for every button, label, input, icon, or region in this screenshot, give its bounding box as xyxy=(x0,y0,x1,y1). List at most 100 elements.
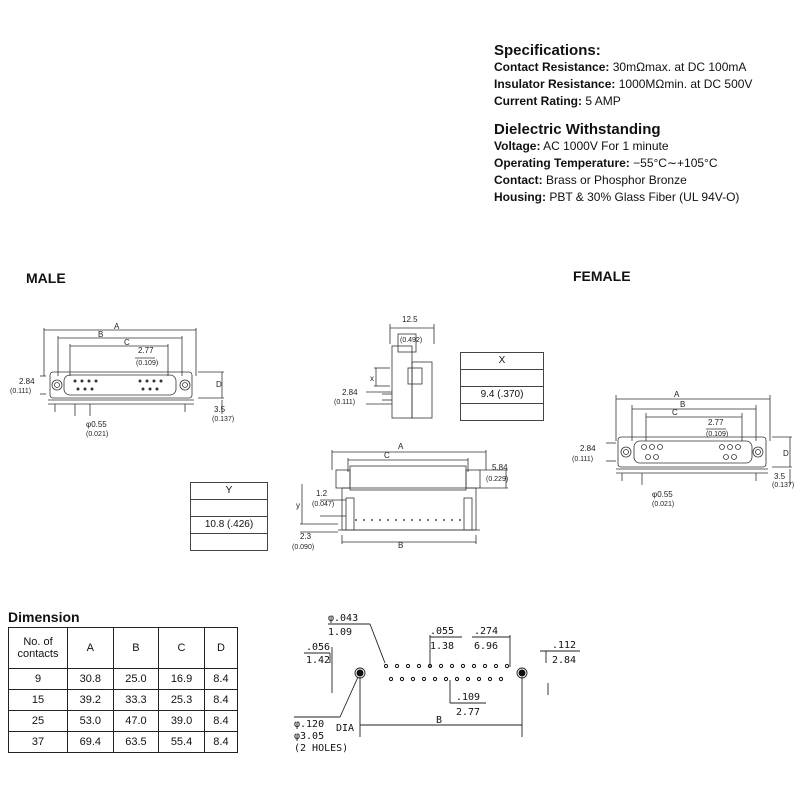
male-dim-d: D xyxy=(216,380,222,389)
female-dim-d: D xyxy=(783,449,789,458)
front-dim-a: A xyxy=(398,442,404,451)
female-label: FEMALE xyxy=(573,268,631,284)
side-dim-w: 12.5 xyxy=(402,315,418,324)
cell: 16.9 xyxy=(158,668,205,690)
cell: 25.3 xyxy=(158,689,205,711)
dielectric-section: Dielectric Withstanding Voltage: AC 1000… xyxy=(494,121,739,206)
y-value-box: Y 10.8 (.426) xyxy=(190,482,268,551)
front-dim-c: C xyxy=(384,451,390,460)
male-dim-a: A xyxy=(114,322,120,331)
x-box-value: 9.4 (.370) xyxy=(461,387,543,404)
female-dim-h1-in: (0.111) xyxy=(572,456,593,463)
male-dim-pin: φ0.55 xyxy=(86,420,107,429)
header-d: D xyxy=(203,627,239,669)
spec-line-voltage: Voltage: AC 1000V For 1 minute xyxy=(494,139,669,153)
female-dim-h1: 2.84 xyxy=(580,444,596,453)
side-dim-h1-in: (0.111) xyxy=(334,399,355,406)
table-row: 9 30.8 25.0 16.9 8.4 xyxy=(8,668,239,690)
male-dim-pitch-in: (0.109) xyxy=(136,360,158,367)
front-dim-t: 1.2 xyxy=(316,489,328,498)
table-row: 25 53.0 47.0 39.0 8.4 xyxy=(8,710,239,732)
table-row: 37 69.4 63.5 55.4 8.4 xyxy=(8,731,239,753)
female-dim-pin: φ0.55 xyxy=(652,490,673,499)
spec-line-operating-temp: Operating Temperature: −55°C∼+105°C xyxy=(494,156,718,170)
x-box-spacer xyxy=(461,370,543,387)
female-dim-a: A xyxy=(674,390,680,399)
side-dim-x: x xyxy=(370,374,374,383)
pcb-d4-in: .274 xyxy=(474,626,498,637)
pcb-d6-mm: 2.77 xyxy=(456,707,480,718)
male-dim-h2-in: (0.137) xyxy=(212,416,234,423)
y-box-blank xyxy=(191,534,267,550)
pcb-d6-in: .109 xyxy=(456,692,480,703)
specifications-title: Specifications: xyxy=(494,42,601,59)
front-dim-t-in: (0.047) xyxy=(312,501,334,508)
cell: 63.5 xyxy=(112,731,160,753)
pcb-d2-in: .056 xyxy=(306,642,330,653)
male-dim-pin-in: (0.021) xyxy=(86,431,108,438)
side-view-drawing: 12.5 (0.492) x 2.84 (0.111) xyxy=(334,315,435,419)
female-dim-pin-in: (0.021) xyxy=(652,501,674,508)
cell: 39.0 xyxy=(158,710,205,732)
pcb-d1-in: φ.043 xyxy=(328,613,358,624)
pcb-hole-in: φ.120 xyxy=(294,719,324,730)
specifications-section: Specifications: Contact Resistance: 30mΩ… xyxy=(494,42,752,110)
cell: 47.0 xyxy=(112,710,160,732)
pcb-hole-mm: φ3.05 xyxy=(294,731,324,742)
front-dim-p: 2.3 xyxy=(300,532,312,541)
cell: 53.0 xyxy=(67,710,114,732)
pcb-hole-dia: DIA xyxy=(336,723,354,734)
front-dim-p-in: (0.090) xyxy=(292,544,314,551)
y-box-spacer xyxy=(191,500,267,517)
pcb-d5-in: .112 xyxy=(552,640,576,651)
female-dim-pitch-in: (0.109) xyxy=(706,431,728,438)
cell: 8.4 xyxy=(203,689,239,711)
x-box-blank xyxy=(461,404,543,420)
female-dim-pitch: 2.77 xyxy=(708,418,724,427)
cell: 25 xyxy=(8,710,68,732)
spec-line-contact-resistance: Contact Resistance: 30mΩmax. at DC 100mA xyxy=(494,60,747,74)
pcb-d2-mm: 1.42 xyxy=(306,655,330,666)
pcb-d5-mm: 2.84 xyxy=(552,655,576,666)
cell: 55.4 xyxy=(158,731,205,753)
header-b: B xyxy=(112,627,160,669)
y-box-value: 10.8 (.426) xyxy=(191,517,267,534)
pcb-layout-drawing: φ.043 1.09 .056 1.42 .055 1.38 .274 6.96… xyxy=(294,613,580,754)
side-dim-w-in: (0.492) xyxy=(400,337,422,344)
male-connector-drawing: A B C 2.77 (0.109) 2.84 (0.111) D 3.5 (0… xyxy=(10,322,234,438)
y-box-header: Y xyxy=(191,483,267,500)
front-view-drawing: A C 5.84 (0.229) 1.2 (0.047) y 2.3 (0.09… xyxy=(292,442,508,551)
cell: 8.4 xyxy=(203,731,239,753)
male-dim-h2: 3.5 xyxy=(214,405,226,414)
cell: 37 xyxy=(8,731,68,753)
front-dim-h-in: (0.229) xyxy=(486,476,508,483)
spec-line-current-rating: Current Rating: 5 AMP xyxy=(494,94,621,108)
cell: 33.3 xyxy=(112,689,160,711)
female-dim-c: C xyxy=(672,408,678,417)
pcb-d3-mm: 1.38 xyxy=(430,641,454,652)
table-header-row: No. of contacts A B C D xyxy=(8,627,239,669)
side-dim-h1: 2.84 xyxy=(342,388,358,397)
cell: 15 xyxy=(8,689,68,711)
male-dim-pitch: 2.77 xyxy=(138,346,154,355)
dimension-table: No. of contacts A B C D 9 30.8 25.0 16.9… xyxy=(8,627,239,753)
male-dim-h1-in: (0.111) xyxy=(10,388,31,395)
cell: 8.4 xyxy=(203,668,239,690)
x-value-box: X 9.4 (.370) xyxy=(460,352,544,421)
table-row: 15 39.2 33.3 25.3 8.4 xyxy=(8,689,239,711)
spec-line-insulator-resistance: Insulator Resistance: 1000MΩmin. at DC 5… xyxy=(494,77,753,91)
cell: 30.8 xyxy=(67,668,114,690)
pcb-holes-note: (2 HOLES) xyxy=(294,743,348,754)
pcb-d3-in: .055 xyxy=(430,626,454,637)
pcb-dim-b: B xyxy=(436,715,442,726)
header-contacts: No. of contacts xyxy=(8,627,68,669)
male-dim-h1: 2.84 xyxy=(19,377,35,386)
header-c: C xyxy=(158,627,205,669)
cell: 39.2 xyxy=(67,689,114,711)
front-dim-b: B xyxy=(398,541,403,550)
cell: 9 xyxy=(8,668,68,690)
female-dim-h2: 3.5 xyxy=(774,472,786,481)
spec-line-contact: Contact: Brass or Phosphor Bronze xyxy=(494,173,687,187)
x-box-header: X xyxy=(461,353,543,370)
male-label: MALE xyxy=(26,270,66,286)
